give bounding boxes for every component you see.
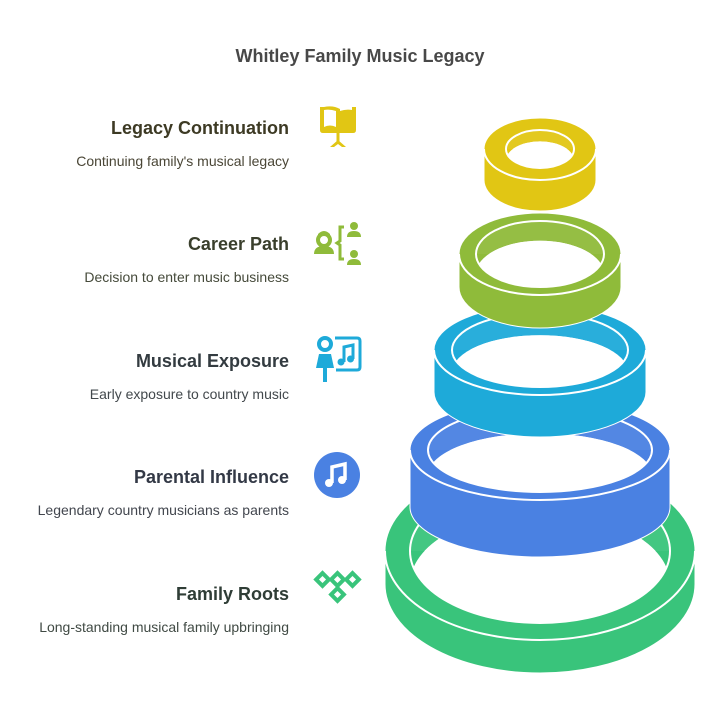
ring-opening [476,240,604,287]
music-teacher-icon [313,334,363,384]
level-parental-influence: Parental Influence Legendary country mus… [38,467,289,518]
level-description: Long-standing musical family upbringing [39,619,289,635]
book-stand-icon [313,103,363,153]
level-family-roots: Family Roots Long-standing musical famil… [39,584,289,635]
ring-inner-wall [452,313,628,373]
ring-inner-wall [506,130,574,161]
ring-top-edge [384,550,696,641]
level-heading: Family Roots [175,584,289,604]
ring-inner-wall [476,221,604,274]
level-musical-exposure: Musical Exposure Early exposure to count… [90,351,289,402]
ring-top-face [484,118,596,180]
level-description: Legendary country musicians as parents [37,502,289,518]
level-heading: Parental Influence [133,467,289,487]
ring-top-edge [409,449,671,501]
ring-inner-edge [505,129,575,169]
music-note-icon [313,451,363,501]
ring-opening [506,141,574,168]
career-choice-icon [313,219,363,269]
ring-career-path [458,212,622,329]
level-heading: Musical Exposure [135,351,289,371]
level-heading: Legacy Continuation [110,118,289,138]
ring-top-edge [458,253,622,296]
level-description: Early exposure to country music [89,386,289,402]
ring-top-edge [433,349,647,396]
level-heading: Career Path [187,234,289,254]
ring-inner-edge [475,220,605,288]
level-description: Decision to enter music business [84,269,289,285]
diamond-tree-icon [313,567,363,617]
level-career-path: Career Path Decision to enter music busi… [84,234,289,285]
diagram-title: Whitley Family Music Legacy [235,46,485,66]
ring-opening [428,433,652,492]
ring-legacy-continuation [483,117,597,212]
ring-top-edge [483,148,597,181]
ring-opening [452,335,628,387]
level-description: Continuing family's musical legacy [76,153,289,169]
ring-outline [483,117,597,212]
level-legacy-continuation: Legacy Continuation Continuing family's … [76,118,289,169]
ring-musical-exposure [433,304,647,438]
ring-outline [458,212,622,329]
